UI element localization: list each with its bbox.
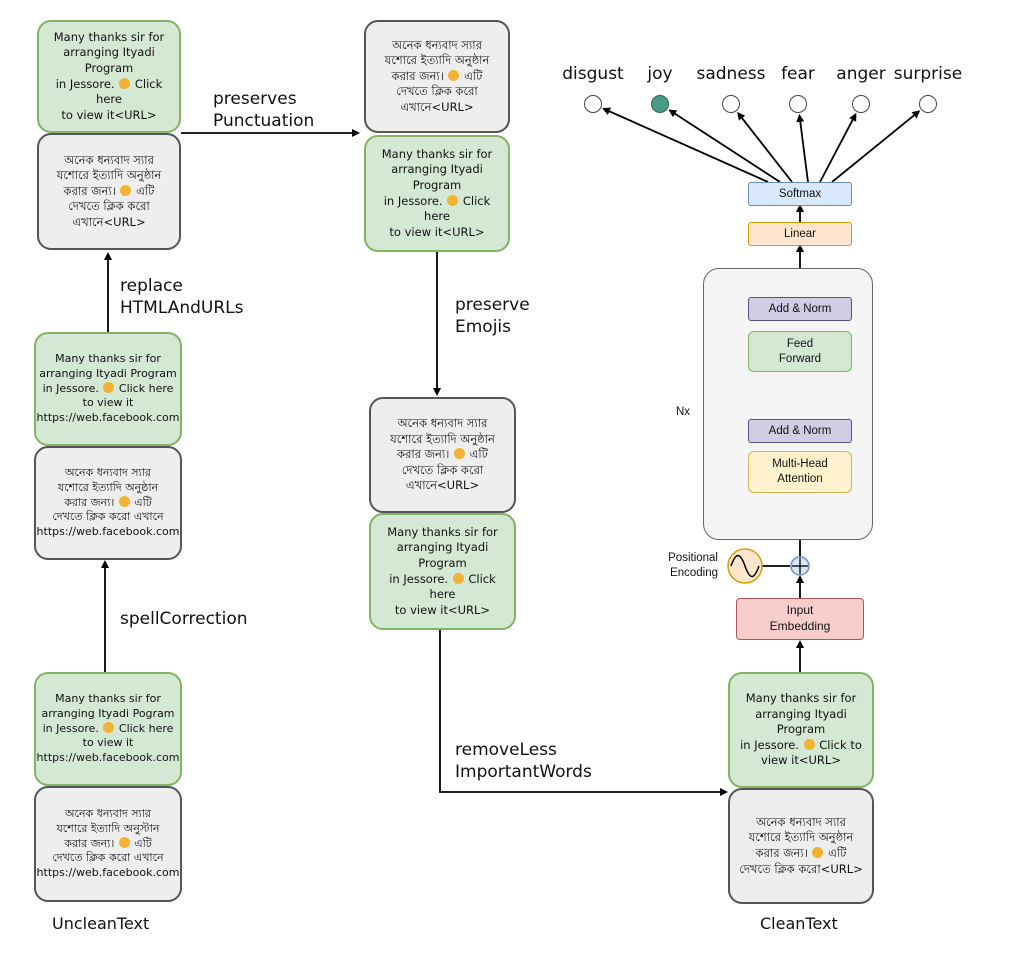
emotion-label-anger: anger <box>836 64 886 84</box>
spell-english-box: Many thanks sir for arranging Ityadi Pro… <box>34 332 182 446</box>
add-norm-lower: Add & Norm <box>748 419 852 443</box>
arrow-remove-less-important <box>439 630 728 796</box>
arrow-softmax-to-anger <box>819 112 857 183</box>
spell-bangla-text: অনেক ধন্যবাদ স্যার যশোরে ইত্যাদি অনুষ্ঠা… <box>36 465 180 539</box>
arrow-softmax-to-disgust <box>602 107 769 183</box>
smile-emoji-icon <box>453 448 465 460</box>
arrow-softmax-to-sadness <box>737 111 793 183</box>
arrow-softmax-to-surprise <box>831 110 921 183</box>
step-label-replace-html: replace HTMLAndURLs <box>120 276 244 319</box>
smile-emoji-icon <box>103 381 115 393</box>
raw-bangla-text: অনেক ধন্যবাদ স্যার যশোরে ইত্যাদি অনুস্টা… <box>36 806 180 880</box>
smile-emoji-icon <box>120 184 132 196</box>
raw-english-box: Many thanks sir for arranging Ityadi Pog… <box>34 672 182 786</box>
linear-box: Linear <box>748 222 852 246</box>
step-label-preserves-punctuation: preserves Punctuation <box>213 89 315 132</box>
smile-emoji-icon <box>119 77 131 89</box>
softmax-box: Softmax <box>748 182 852 206</box>
emotion-label-disgust: disgust <box>562 64 624 84</box>
spell-english-text: Many thanks sir for arranging Ityadi Pro… <box>36 351 180 425</box>
punct-english-box: Many thanks sir for arranging Ityadi Pro… <box>364 135 510 252</box>
caption-cleantext: CleanText <box>760 914 838 933</box>
positional-encoding-icon <box>727 548 763 584</box>
clean-english-text: Many thanks sir for arranging Ityadi Pro… <box>740 691 862 768</box>
emoji-english-box: Many thanks sir for arranging Ityadi Pro… <box>369 513 516 630</box>
smile-emoji-icon <box>448 69 460 81</box>
arrow-softmax-to-joy <box>668 109 781 183</box>
smile-emoji-icon <box>118 836 130 848</box>
softmax-fanout <box>602 107 921 183</box>
emoji-bangla-text: অনেক ধন্যবাদ স্যার যশোরে ইত্যাদি অনুষ্ঠা… <box>390 416 495 493</box>
smile-emoji-icon <box>812 847 824 858</box>
url-bangla-text: অনেক ধন্যবাদ স্যার যশোরে ইত্যাদি অনুষ্ঠা… <box>56 152 162 229</box>
step-label-spellcorrection: spellCorrection <box>120 609 248 629</box>
feed-forward-box: Feed Forward <box>748 331 852 372</box>
emotion-label-surprise: surprise <box>893 64 963 84</box>
nx-label: Nx <box>676 406 691 418</box>
emotion-node-fear <box>789 95 807 113</box>
emotion-node-disgust <box>584 95 602 113</box>
smile-emoji-icon <box>447 194 459 206</box>
emotion-node-anger <box>852 95 870 113</box>
input-embedding-box: Input Embedding <box>736 598 864 640</box>
clean-bangla-text: অনেক ধন্যবাদ স্যার যশোরে ইত্যাদি অনুষ্ঠা… <box>739 814 863 876</box>
clean-english-box: Many thanks sir for arranging Ityadi Pro… <box>728 672 874 788</box>
step-label-preserve-emojis: preserve Emojis <box>455 295 530 338</box>
add-icon <box>790 556 810 576</box>
emotion-label-joy: joy <box>647 64 673 84</box>
emotion-node-sadness <box>722 95 740 113</box>
clean-bangla-box: অনেক ধন্যবাদ স্যার যশোরে ইত্যাদি অনুষ্ঠা… <box>728 788 874 904</box>
emotion-label-fear: fear <box>781 64 815 84</box>
raw-english-text: Many thanks sir for arranging Ityadi Pog… <box>36 691 180 765</box>
spell-bangla-box: অনেক ধন্যবাদ স্যার যশোরে ইত্যাদি অনুষ্ঠা… <box>34 446 182 560</box>
add-norm-upper: Add & Norm <box>748 297 852 321</box>
emoji-bangla-box: অনেক ধন্যবাদ স্যার যশোরে ইত্যাদি অনুষ্ঠা… <box>369 397 516 513</box>
url-english-text: Many thanks sir for arranging Ityadi Pro… <box>53 29 165 122</box>
emoji-english-text: Many thanks sir for arranging Ityadi Pro… <box>387 524 498 617</box>
positional-encoding-label: Positional Encoding <box>668 552 718 579</box>
caption-uncleantext: UncleanText <box>52 914 150 933</box>
smile-emoji-icon <box>452 572 464 584</box>
smile-emoji-icon <box>103 721 115 733</box>
punct-english-text: Many thanks sir for arranging Ityadi Pro… <box>381 146 493 239</box>
punct-bangla-box: অনেক ধন্যবাদ স্যার যশোরে ইত্যাদি অনুষ্ঠা… <box>364 20 510 133</box>
emotion-node-joy <box>651 95 669 113</box>
smile-emoji-icon <box>118 495 130 507</box>
url-bangla-box: অনেক ধন্যবাদ স্যার যশোরে ইত্যাদি অনুষ্ঠা… <box>37 133 181 250</box>
multi-head-attention-box: Multi-Head Attention <box>748 451 852 493</box>
emotion-node-surprise <box>919 95 937 113</box>
punct-bangla-text: অনেক ধন্যবাদ স্যার যশোরে ইত্যাদি অনুষ্ঠা… <box>384 37 490 114</box>
arrow-softmax-to-fear <box>796 113 809 183</box>
raw-bangla-box: অনেক ধন্যবাদ স্যার যশোরে ইত্যাদি অনুস্টা… <box>34 786 182 902</box>
url-english-box: Many thanks sir for arranging Ityadi Pro… <box>37 20 181 133</box>
smile-emoji-icon <box>803 738 815 750</box>
step-label-remove-less-important: removeLess ImportantWords <box>455 740 592 783</box>
emotion-label-sadness: sadness <box>696 64 766 84</box>
